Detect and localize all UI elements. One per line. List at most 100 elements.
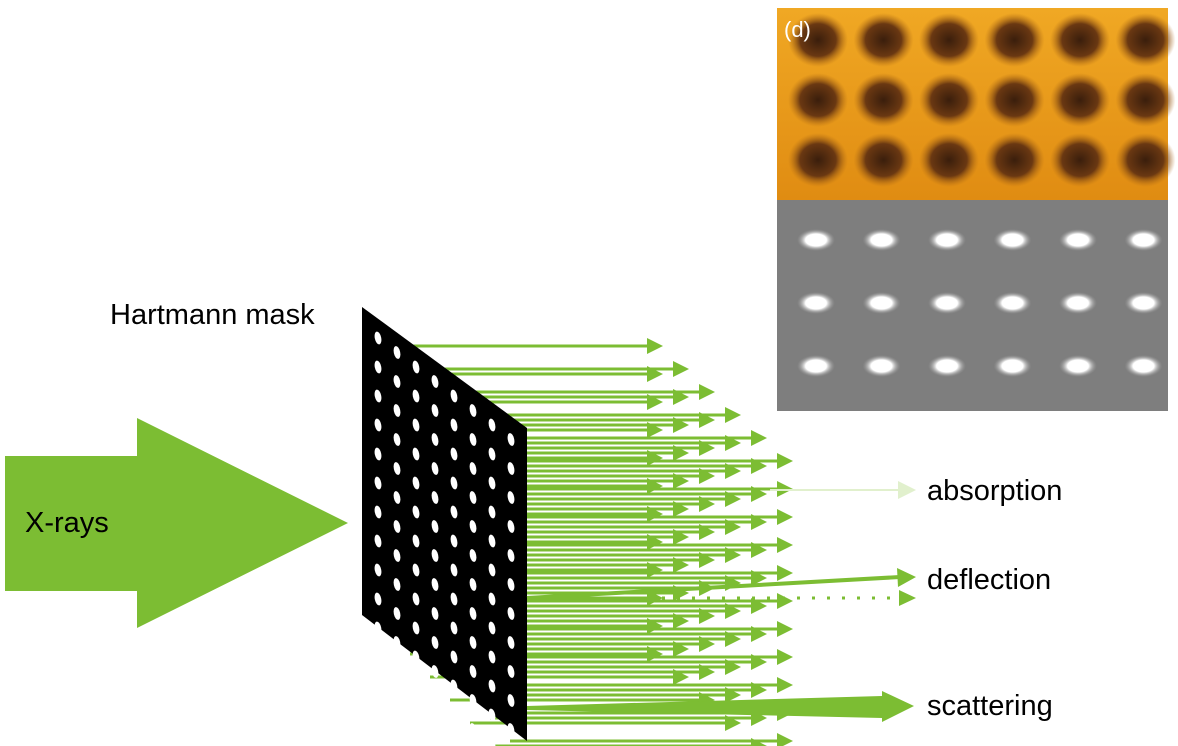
inset-xray-spot [797,355,835,377]
inset-optical-spot [1115,13,1176,67]
inset-optical-spot [1050,13,1110,67]
mask-hole [507,665,515,678]
mask-hole [374,389,382,403]
inset-optical-spot [788,133,848,187]
mask-hole [431,520,439,533]
mask-hole [412,476,420,490]
mask-hole [431,694,439,707]
mask-hole [507,462,515,475]
inset-panel-label: (d) [784,17,811,42]
undeflected-reference-arrow [527,590,916,606]
mask-hole [488,505,496,519]
inset-optical-spot [1115,133,1176,187]
mask-hole [412,650,420,664]
inset-optical-spot [1050,133,1110,187]
mask-hole [393,549,401,562]
mask-hole [393,462,401,475]
beamlet-arrowhead [699,384,715,400]
absorption-label: absorption [927,475,1062,507]
inset-xray-spot [928,229,966,251]
mask-hole [393,665,401,678]
mask-hole [488,563,496,577]
mask-hole [374,650,382,664]
mask-hole [431,636,439,649]
mask-hole [507,549,515,562]
mask-hole [431,433,439,446]
mask-hole [488,650,496,664]
mask-hole [450,418,458,432]
inset-optical-spot [919,13,979,67]
mask-hole [393,375,401,388]
mask-hole [393,433,401,446]
mask-hole [431,578,439,591]
inset-xray-spot [1059,292,1097,314]
inset-xray-spot [1124,229,1163,251]
mask-hole [412,621,420,635]
mask-hole [393,404,401,417]
mask-hole [374,505,382,519]
mask-hole [393,578,401,591]
mask-hole [469,549,477,562]
inset-optical-spot [984,73,1045,127]
mask-hole [507,433,515,446]
hartmann-mask [362,307,527,741]
beamlet-arrowhead [777,593,793,609]
inset-xray-spot [1059,355,1097,377]
mask-hole [450,592,458,606]
mask-hole [507,636,515,649]
mask-hole [469,694,477,707]
mask-hole [450,621,458,635]
mask-hole [450,447,458,461]
mask-hole [488,418,496,432]
beamlet-arrowhead [777,509,793,525]
inset-xray-spot [993,229,1032,251]
inset-optical-spot [919,133,979,187]
mask-hole [374,331,382,345]
xrays-label: X-rays [25,507,109,539]
mask-hole [412,563,420,577]
mask-hole [507,520,515,533]
mask-hole [469,723,477,736]
mask-hole [393,520,401,533]
mask-hole [450,563,458,577]
inset-xray-spot [993,355,1032,377]
mask-hole [412,505,420,519]
mask-hole [488,447,496,461]
mask-hole [374,447,382,461]
mask-hole [450,389,458,403]
inset-optical-spot [919,73,979,127]
mask-hole [412,679,420,693]
mask-hole [469,607,477,620]
mask-holes [374,331,515,746]
mask-hole [431,607,439,620]
inset-xray-spot [928,355,966,377]
mask-hole [450,505,458,519]
inset-optical-spot [1115,73,1176,127]
mask-hole [469,404,477,417]
mask-hole [431,491,439,504]
mask-hole [450,650,458,664]
beamlet-arrowhead [777,565,793,581]
inset-xray-spot [1124,292,1163,314]
mask-hole [450,708,458,722]
mask-hole [374,534,382,548]
mask-hole [374,592,382,606]
mask-hole [374,418,382,432]
scattering-label: scattering [927,690,1053,722]
inset-optical-spots [788,13,1176,187]
mask-hole [469,433,477,446]
mask-hole [488,592,496,606]
inset-optical-spot [788,73,848,127]
mask-hole [507,607,515,620]
beamlet-arrowhead [777,453,793,469]
mask-hole [431,375,439,388]
mask-hole [412,418,420,432]
mask-hole [507,723,515,736]
xray-source-arrow [5,418,348,628]
mask-hole [374,621,382,635]
beamlet-arrowhead [725,407,741,423]
deflection-arrow [526,568,916,600]
beamlet-arrowhead [777,733,793,746]
mask-hole [431,462,439,475]
mask-hole [393,346,401,359]
